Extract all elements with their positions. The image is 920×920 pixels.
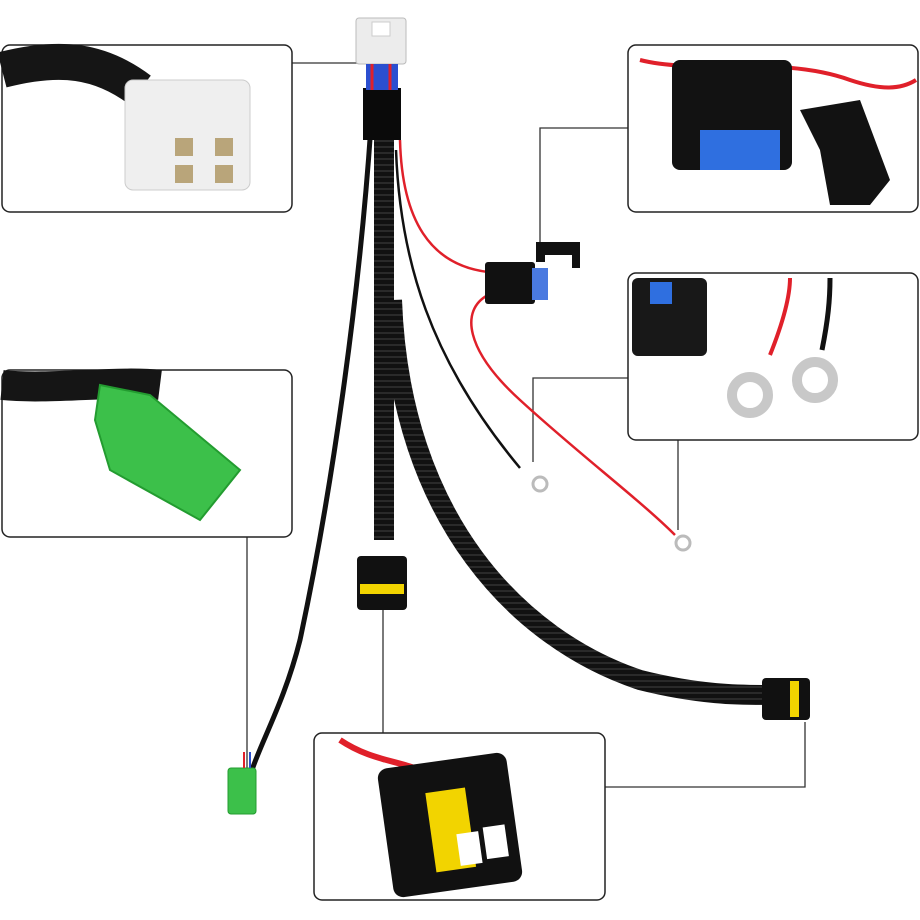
callout-white-connector [0,43,293,213]
red-wire-to-fuse [398,139,489,274]
sleeve-heatshrink [363,88,401,140]
green-switch-connector [227,752,257,815]
leader-ring-black [532,377,628,462]
callout-fuse-holder [627,44,919,213]
callout-h11-socket [313,732,606,901]
ring-terminal-red [674,534,692,552]
callout-ring-terminals [627,272,919,441]
corrugated-tube-branch [382,299,766,705]
fuse-holder [485,242,580,304]
ring-terminal-black [531,475,549,493]
leader-fuse [539,127,628,245]
black-wire-to-ring [394,149,521,469]
leader-lines [246,62,806,788]
h11-socket-small [357,556,407,610]
leader-h11-right [605,722,806,788]
callout-green-connector [0,368,293,538]
black-wire-to-green-connector [249,109,375,771]
white-4pin-connector [355,17,407,90]
red-wire-from-fuse [470,293,676,536]
h11-socket-branch [762,678,810,720]
